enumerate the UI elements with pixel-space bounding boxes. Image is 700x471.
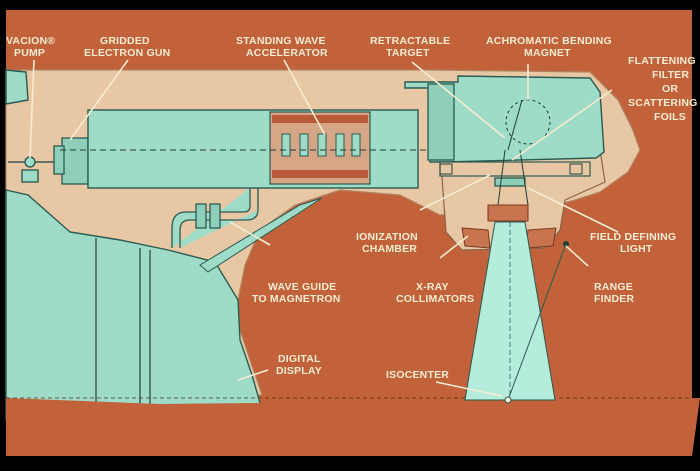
label-target-2: TARGET [386, 47, 430, 59]
label-vacion-pump-2: PUMP [14, 47, 45, 59]
leader-lines [29, 59, 619, 397]
label-filter-5: FOILS [654, 111, 686, 123]
carousel-ring [439, 161, 591, 177]
isocenter-point [504, 396, 512, 404]
ionization-chamber [487, 204, 529, 222]
label-vacion-pump-1: VACION® [6, 35, 55, 47]
label-magnet-2: MAGNET [524, 47, 571, 59]
target-beam [497, 149, 506, 206]
electron-gun [61, 137, 89, 185]
magnet-yoke [427, 83, 455, 161]
carousel-bolt-left [439, 163, 453, 175]
label-electron-gun-1: GRIDDED [100, 35, 150, 47]
carousel-bolt-right [569, 163, 583, 175]
cavity-stripe-top [272, 115, 368, 123]
label-digital-display-1: DIGITAL [278, 353, 321, 365]
magnet-beam [507, 99, 523, 151]
label-range-finder-2: FINDER [594, 293, 635, 305]
range-finder-ray [507, 243, 567, 401]
waveguide-flange-2 [209, 203, 221, 229]
label-waveguide-2: TO MAGNETRON [252, 293, 341, 305]
label-field-light-1: FIELD DEFINING [590, 231, 676, 243]
label-electron-gun-2: ELECTRON GUN [84, 47, 170, 59]
flattening-filter [494, 177, 526, 187]
label-target-1: RETRACTABLE [370, 35, 450, 47]
label-collimators-2: COLLIMATORS [396, 293, 474, 305]
gun-flange [53, 145, 65, 175]
label-filter-3: OR [662, 83, 678, 95]
target-beam-2 [519, 149, 529, 206]
label-collimators-1: X-RAY [416, 281, 449, 293]
label-accelerator-1: STANDING WAVE [236, 35, 326, 47]
label-filter-1: FLATTENING [628, 55, 696, 67]
cavity-cells [281, 133, 361, 157]
label-filter-4: SCATTERING [628, 97, 697, 109]
floor [6, 398, 700, 456]
label-range-finder-1: RANGE [594, 281, 633, 293]
label-isocenter: ISOCENTER [386, 369, 449, 381]
waveguide-flange-1 [195, 203, 207, 229]
cavity-stripe-bottom [272, 170, 368, 178]
label-ionization-2: CHAMBER [362, 243, 417, 255]
label-ionization-1: IONIZATION [356, 231, 418, 243]
waveguide-run [199, 197, 323, 273]
vacion-pump [24, 156, 36, 168]
label-waveguide-1: WAVE GUIDE [268, 281, 336, 293]
label-magnet-1: ACHROMATIC BENDING [486, 35, 612, 47]
label-accelerator-2: ACCELERATOR [246, 47, 328, 59]
collimator-right [525, 227, 557, 249]
pump-body [21, 169, 39, 183]
label-field-light-2: LIGHT [620, 243, 653, 255]
label-digital-display-2: DISPLAY [276, 365, 322, 377]
label-filter-2: FILTER [652, 69, 689, 81]
